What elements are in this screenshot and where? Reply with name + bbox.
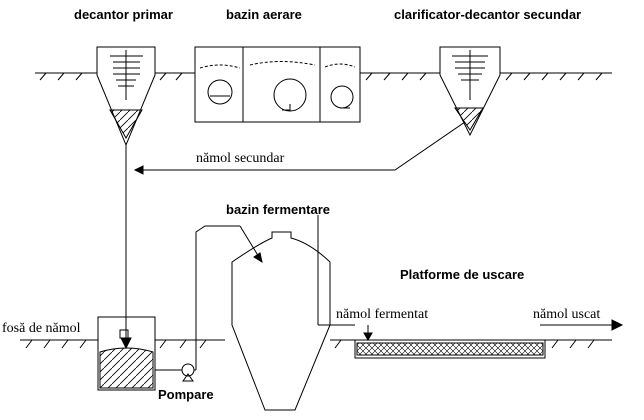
label-aeration-basin: bazin aerare: [226, 7, 302, 22]
label-sludge-pit: fosă de nămol: [2, 321, 81, 336]
label-fermentation-basin: bazin fermentare: [226, 202, 331, 217]
label-dried-sludge: nămol uscat: [533, 307, 601, 322]
sludge-down-pipe: [120, 145, 132, 350]
sludge-pit: [97, 316, 156, 391]
ground-line-top: [35, 72, 612, 81]
fermentation-basin: [231, 215, 355, 411]
aeration-basin: [194, 46, 361, 123]
label-drying-platforms: Platforme de uscare: [400, 267, 525, 282]
pump-assembly: [155, 225, 263, 382]
label-secondary-clarifier: clarificator-decantor secundar: [394, 7, 582, 22]
label-primary-decanter: decantor primar: [74, 7, 173, 22]
label-fermented-sludge: nămol fermentat: [336, 307, 429, 322]
secondary-sludge-return: [133, 121, 466, 175]
ground-line-bottom: [20, 339, 612, 349]
primary-decanter: [96, 46, 156, 147]
drying-platform: [354, 319, 624, 359]
label-secondary-sludge: nămol secundar: [196, 151, 285, 166]
secondary-clarifier: [439, 46, 501, 137]
label-pumping: Pompare: [158, 387, 214, 402]
